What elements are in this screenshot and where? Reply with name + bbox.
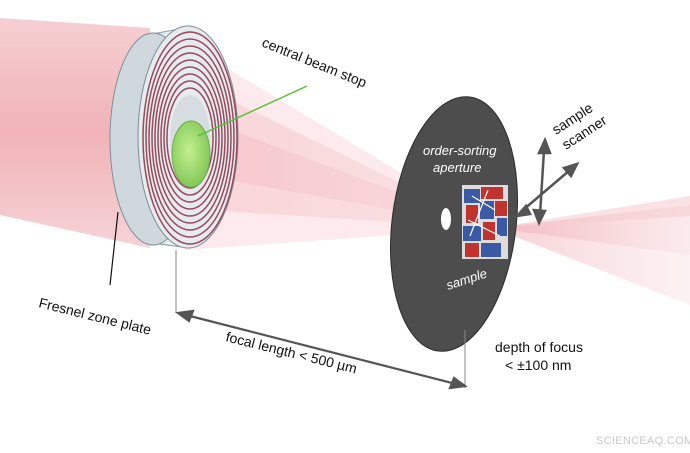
sample-scanner-arrows	[513, 136, 580, 227]
depth-of-focus-label-line1: depth of focus	[495, 339, 583, 355]
focal-length-label: focal length < 500 µm	[224, 328, 358, 376]
zone-plate-leader	[109, 211, 119, 286]
order-sorting-label-line2: aperture	[433, 160, 481, 175]
fresnel-zone-plate-label: Fresnel zone plate	[37, 294, 153, 337]
zone-rings	[142, 31, 238, 245]
sample-specimen	[462, 185, 508, 259]
focal-length-arrow	[175, 250, 468, 390]
depth-of-focus-label-line2: < ±100 nm	[505, 357, 571, 373]
order-sorting-label-line1: order-sorting	[423, 143, 497, 158]
watermark: SCIENCEAQ.COM	[596, 435, 690, 447]
beam-stop-leader	[197, 85, 308, 137]
aperture-pinhole	[441, 208, 451, 230]
order-sorting-aperture	[390, 96, 518, 352]
diverging-beam	[493, 196, 690, 305]
incoming-xray-beam	[0, 18, 150, 248]
fresnel-zone-plate	[109, 25, 239, 249]
central-beam-stop-label: central beam stop	[260, 34, 369, 91]
central-beam-stop	[171, 120, 211, 188]
